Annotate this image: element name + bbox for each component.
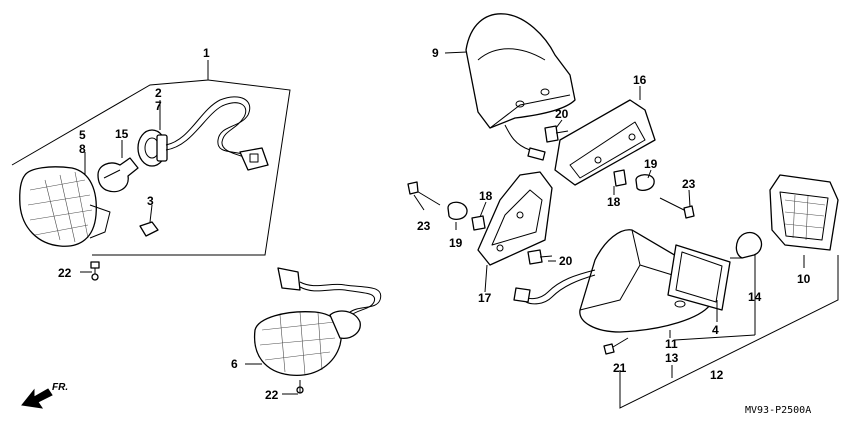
callout-23-left: 23 (417, 219, 431, 233)
connector-assembled (277, 267, 301, 291)
rear-parts (407, 13, 839, 355)
callout-19-right: 19 (644, 157, 658, 171)
callout-4: 4 (712, 323, 719, 337)
callout-16: 16 (633, 73, 647, 87)
callout-11: 11 (665, 337, 678, 351)
callout-3: 3 (147, 194, 154, 208)
diagram-code: MV93-P2500A (745, 405, 811, 416)
bolt-20-upper (544, 125, 559, 143)
callout-5: 5 (79, 128, 86, 142)
assembled-lens (253, 311, 342, 376)
callout-21: 21 (613, 361, 627, 375)
collar-18-left (471, 215, 486, 231)
callout-6: 6 (231, 357, 238, 371)
bulb-14 (735, 231, 763, 259)
bolt-23-left (407, 181, 419, 195)
callout-14: 14 (748, 290, 762, 304)
callout-9: 9 (432, 46, 439, 60)
callout-12: 12 (710, 368, 724, 382)
callout-17: 17 (478, 291, 492, 305)
front-lens (19, 166, 97, 247)
callout-10: 10 (797, 272, 811, 286)
callout-20-upper: 20 (555, 107, 569, 121)
grommet-19-left (447, 201, 468, 221)
callout-23-right: 23 (682, 177, 696, 191)
leader-lines (80, 51, 839, 409)
callout-15: 15 (115, 127, 129, 141)
callout-18-left: 18 (479, 189, 493, 203)
bracket-17 (477, 171, 553, 266)
connector-front (239, 147, 269, 171)
callout-20-lower: 20 (559, 254, 573, 268)
lens-10 (769, 174, 839, 251)
callout-13: 13 (665, 351, 679, 365)
bolt-20-lower (527, 249, 543, 265)
front-signal-exploded (11, 60, 291, 281)
bracket-16 (554, 99, 656, 186)
front-signal-assembled (253, 267, 382, 394)
callout-19-left: 19 (449, 236, 463, 250)
screw-22-top (90, 261, 100, 269)
collar-18-right (613, 169, 627, 187)
bulb-15 (97, 157, 139, 193)
front-arrow-icon (21, 388, 53, 409)
screw-21 (603, 343, 615, 355)
callout-18-right: 18 (607, 195, 621, 209)
nut-3 (139, 221, 159, 237)
front-label: FR. (52, 382, 68, 393)
callout-22-upper: 22 (58, 266, 72, 280)
callout-1: 1 (203, 46, 210, 60)
callout-2: 2 (155, 86, 162, 100)
callout-labels: 1 2 7 5 8 15 3 22 6 22 9 16 20 19 23 18 … (52, 46, 811, 416)
callout-8: 8 (79, 142, 86, 156)
bolt-23-right (683, 205, 695, 219)
grommet-19-right (635, 174, 655, 191)
gasket-4 (667, 244, 731, 311)
callout-7: 7 (155, 99, 162, 113)
callout-22-lower: 22 (265, 388, 279, 402)
